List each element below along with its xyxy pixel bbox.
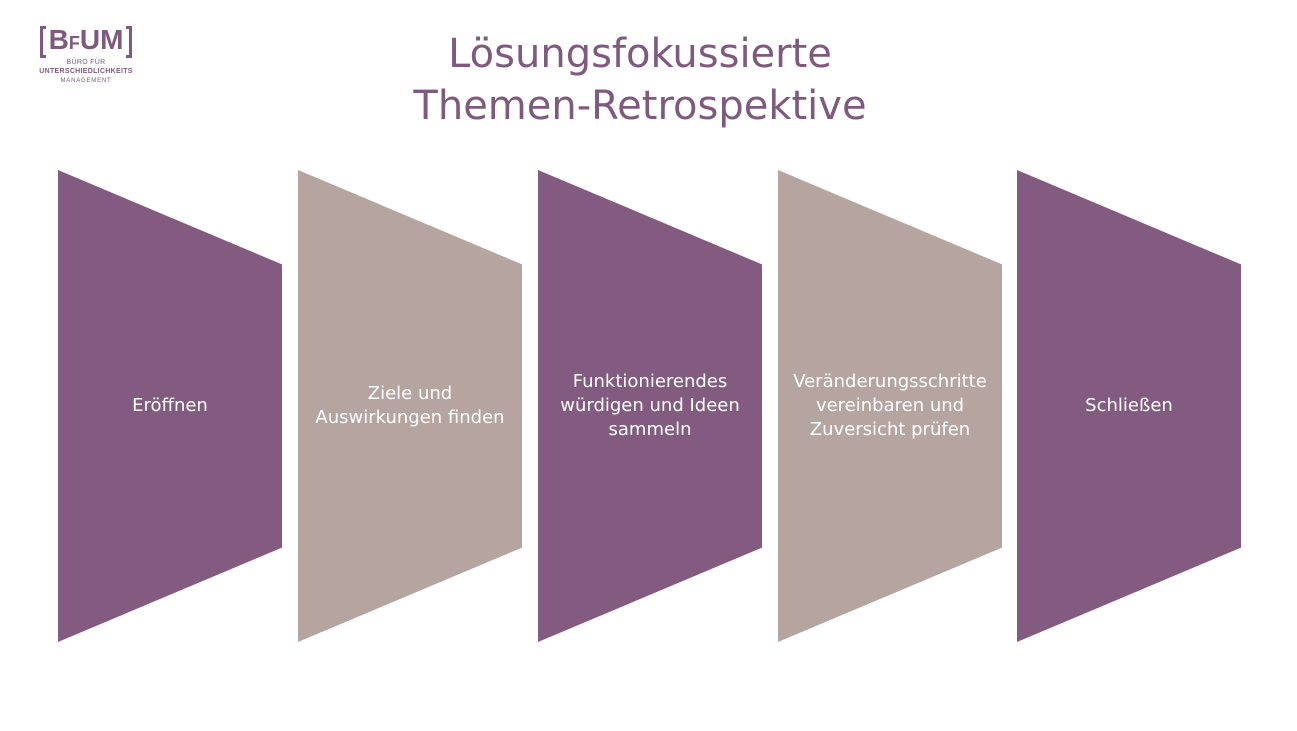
step-label: Ziele und Auswirkungen finden	[315, 383, 505, 428]
logo-line3: management	[60, 78, 112, 84]
step-label: Veränderungsschritte vereinbaren und Zuv…	[793, 371, 987, 440]
logo-left-bracket	[40, 26, 46, 58]
step-veraenderungsschritte: Veränderungsschritte vereinbaren und Zuv…	[778, 170, 1002, 642]
step-label: Eröffnen	[132, 395, 208, 416]
bfum-logo: BFUM Büro für Unterschiedlichkeits manag…	[38, 24, 134, 90]
step-eroeffnen: Eröffnen	[58, 170, 282, 642]
logo-right-bracket	[126, 26, 132, 58]
step-schliessen: Schließen	[1017, 170, 1241, 642]
slide-title: Lösungsfokussierte Themen-Retrospektive	[340, 28, 940, 132]
logo-line2: Unterschiedlichkeits	[39, 68, 133, 75]
step-funktionierendes-wuerdigen: Funktionierendes würdigen und Ideen samm…	[538, 170, 762, 642]
logo-line1: Büro für	[66, 59, 106, 66]
title-line-2: Themen-Retrospektive	[413, 83, 867, 129]
step-label: Schließen	[1085, 395, 1173, 416]
title-line-1: Lösungsfokussierte	[448, 31, 832, 77]
logo-wordmark: BFUM	[48, 24, 124, 55]
step-label: Funktionierendes würdigen und Ideen samm…	[560, 371, 740, 440]
step-ziele-auswirkungen: Ziele und Auswirkungen finden	[298, 170, 522, 642]
logo-mark: BFUM	[38, 24, 134, 58]
